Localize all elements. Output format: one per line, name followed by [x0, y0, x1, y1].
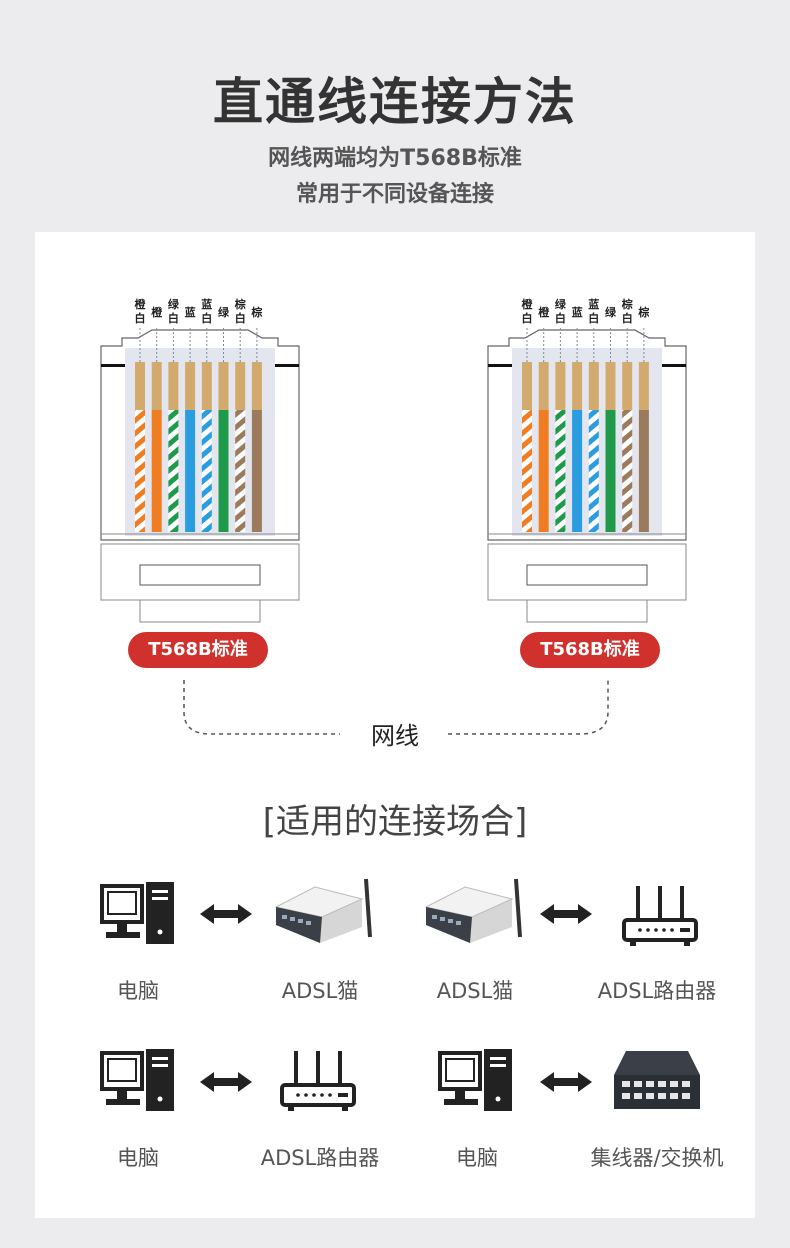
wire-label: 蓝 — [588, 297, 599, 311]
wire-label: 橙 — [135, 297, 147, 311]
double-arrow-icon — [540, 1072, 592, 1092]
gold-contact — [135, 362, 145, 410]
wire — [185, 410, 196, 532]
wire — [235, 410, 246, 532]
wire-label: 蓝 — [185, 305, 196, 319]
wire-label: 蓝 — [201, 297, 212, 311]
wire-label: 白 — [201, 311, 212, 325]
boot-neck — [526, 599, 648, 623]
wire — [588, 410, 599, 532]
wire — [218, 410, 229, 532]
gold-contact — [218, 362, 229, 410]
device-label: ADSL路由器 — [260, 1146, 380, 1170]
wire-label: 白 — [135, 311, 146, 325]
wire-label: 橙 — [522, 297, 534, 311]
wire — [201, 410, 212, 532]
gold-contact — [588, 362, 599, 410]
latch-mark — [662, 364, 686, 367]
boot-neck — [139, 599, 261, 623]
left-rj45-connector: 橙白橙绿白蓝蓝白绿棕白棕 — [100, 297, 300, 623]
computer-icon — [438, 1047, 514, 1113]
double-arrow-icon — [200, 904, 252, 924]
gold-contact — [622, 362, 633, 410]
cable-dashed-line — [183, 680, 609, 735]
wire — [622, 410, 633, 532]
right-rj45-connector: 橙白橙绿白蓝蓝白绿棕白棕 — [487, 297, 687, 623]
wire-label: 白 — [168, 311, 179, 325]
wire-label: 橙 — [538, 305, 550, 319]
wire-label: 蓝 — [572, 305, 583, 319]
latch-mark — [275, 364, 299, 367]
device-label: 电脑 — [117, 1146, 159, 1170]
latch-mark — [488, 364, 512, 367]
connector-inner — [125, 348, 275, 536]
gold-contact — [638, 362, 649, 410]
wire-label: 棕 — [250, 305, 262, 319]
wire-label: 绿 — [555, 297, 567, 311]
gold-contact — [522, 362, 532, 410]
left-standard-badge: T568B标准 — [128, 632, 268, 668]
wire-label: 白 — [622, 311, 633, 325]
wire — [572, 410, 583, 532]
wire-label: 白 — [555, 311, 566, 325]
router-icon — [622, 884, 698, 948]
wire — [538, 410, 549, 532]
adsl-modem-icon — [274, 877, 372, 945]
wire — [638, 410, 649, 532]
double-arrow-icon — [540, 904, 592, 924]
wire — [555, 410, 566, 532]
wire — [151, 410, 162, 532]
diagram-card: 橙白橙绿白蓝蓝白绿棕白棕 橙白橙绿白蓝蓝白绿棕白棕 T568B标准 T568B标… — [35, 232, 755, 1218]
wire-label: 白 — [522, 311, 533, 325]
device-label: ADSL路由器 — [597, 979, 717, 1003]
gold-contact — [251, 362, 262, 410]
connector-inner — [512, 348, 662, 536]
device-label: 电脑 — [456, 1146, 498, 1170]
wire — [135, 410, 145, 532]
wire-label: 棕 — [234, 297, 246, 311]
boot-window — [526, 564, 648, 586]
device-label: 集线器/交换机 — [590, 1146, 724, 1170]
scenarios-title: [适用的连接场合] — [262, 802, 528, 842]
wire-label: 绿 — [168, 297, 180, 311]
wire-label: 橙 — [151, 305, 163, 319]
router-icon — [280, 1049, 356, 1113]
gold-contact — [168, 362, 179, 410]
device-label: 电脑 — [117, 979, 159, 1003]
latch-mark — [101, 364, 125, 367]
wire-label: 棕 — [621, 297, 633, 311]
wire-label: 白 — [235, 311, 246, 325]
wire-label: 白 — [588, 311, 599, 325]
page-title: 直通线连接方法 — [213, 73, 577, 131]
boot-window — [139, 564, 261, 586]
hub-switch-icon — [614, 1051, 700, 1109]
wire — [251, 410, 262, 532]
gold-contact — [605, 362, 616, 410]
wire — [605, 410, 616, 532]
gold-contact — [538, 362, 549, 410]
right-standard-badge: T568B标准 — [520, 632, 660, 668]
gold-contact — [151, 362, 162, 410]
computer-icon — [100, 1047, 176, 1113]
device-label: ADSL猫 — [281, 979, 359, 1003]
subtitle-line-1: 网线两端均为T568B标准 — [268, 146, 522, 171]
wire-label: 绿 — [605, 305, 617, 319]
gold-contact — [201, 362, 212, 410]
wire-label: 棕 — [637, 305, 649, 319]
wire — [168, 410, 179, 532]
gold-contact — [185, 362, 196, 410]
gold-contact — [572, 362, 583, 410]
gold-contact — [235, 362, 246, 410]
gold-contact — [555, 362, 566, 410]
cable-label: 网线 — [371, 722, 419, 750]
subtitle-line-2: 常用于不同设备连接 — [295, 182, 494, 207]
device-label: ADSL猫 — [436, 979, 514, 1003]
double-arrow-icon — [200, 1072, 252, 1092]
wire — [522, 410, 532, 532]
wire-label: 绿 — [218, 305, 230, 319]
adsl-modem-icon — [424, 877, 522, 945]
computer-icon — [100, 880, 176, 946]
